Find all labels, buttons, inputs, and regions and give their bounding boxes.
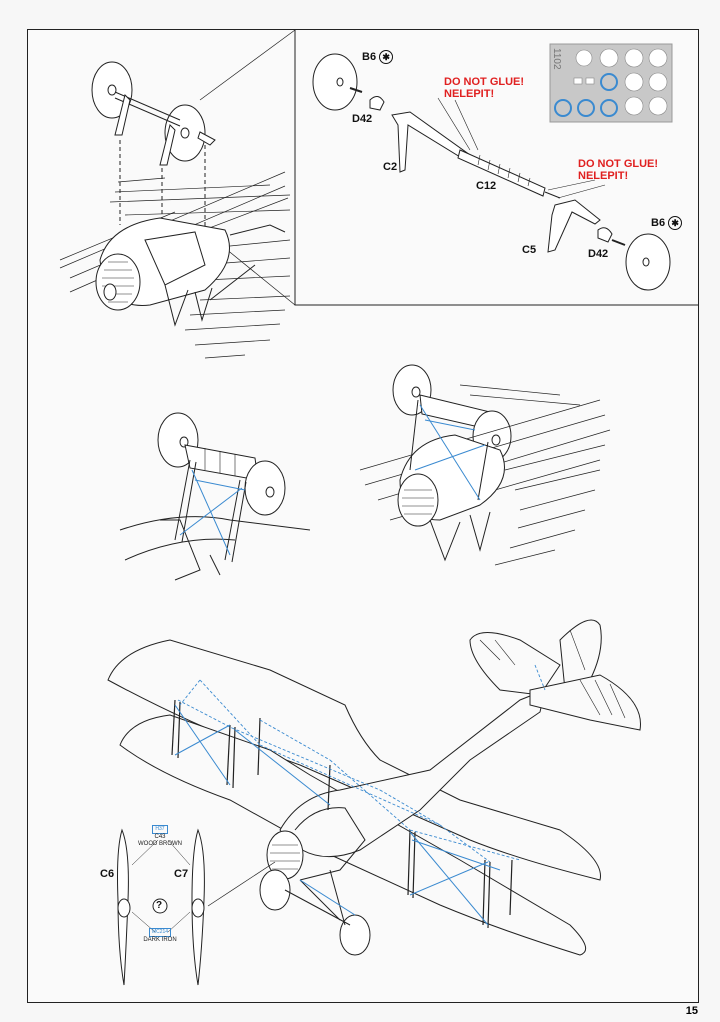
decal-sheet-code: 1102 <box>551 48 562 70</box>
color-code: C43 <box>154 834 166 840</box>
warning-note-right: DO NOT GLUE! NELEPIT! <box>578 158 658 182</box>
biplane-upper-rigging <box>177 664 546 863</box>
color-callout-wood-brown: H37 C43 WOOD BROWN <box>138 825 182 848</box>
middle-left-rigging <box>179 469 246 556</box>
part-label-b6-right: B6 ✱ <box>651 216 683 230</box>
propellers <box>117 828 276 986</box>
part-label-c12: C12 <box>476 180 497 192</box>
color-name: DARK IRON <box>143 937 177 943</box>
warning-note-left: DO NOT GLUE! NELEPIT! <box>444 76 524 100</box>
warning-line-2: NELEPIT! <box>444 88 495 100</box>
inset-parts <box>312 53 671 291</box>
biplane <box>107 619 641 956</box>
color-name: WOOD BROWN <box>138 841 182 847</box>
star-icon: ✱ <box>379 50 394 64</box>
part-label-b6-left: B6 ✱ <box>362 50 394 64</box>
middle-right-assembly <box>359 364 611 566</box>
part-label-c2: C2 <box>383 161 398 173</box>
part-label-d42-left: D42 <box>352 113 373 125</box>
page-number: 15 <box>685 1005 698 1017</box>
color-code-chip: MC214 <box>148 928 172 937</box>
part-label-c5: C5 <box>522 244 537 256</box>
part-label-d42-right: D42 <box>588 248 609 260</box>
middle-right-rigging <box>414 404 486 501</box>
warning-line-1: DO NOT GLUE! <box>444 76 525 88</box>
warning-line-2: NELEPIT! <box>578 170 629 182</box>
star-icon: ✱ <box>668 216 683 230</box>
question-mark-icon: ? <box>156 900 163 911</box>
middle-left-assembly <box>119 412 311 581</box>
warning-line-1: DO NOT GLUE! <box>578 158 659 170</box>
part-label-c6: C6 <box>100 868 115 880</box>
color-callout-dark-iron: MC214 DARK IRON <box>138 928 182 944</box>
part-label-c7: C7 <box>174 868 189 880</box>
top-left-assembly <box>59 61 291 359</box>
decal-sheet <box>549 43 673 123</box>
biplane-lower-rigging <box>174 704 501 926</box>
color-code-chip: H37 <box>152 825 168 834</box>
